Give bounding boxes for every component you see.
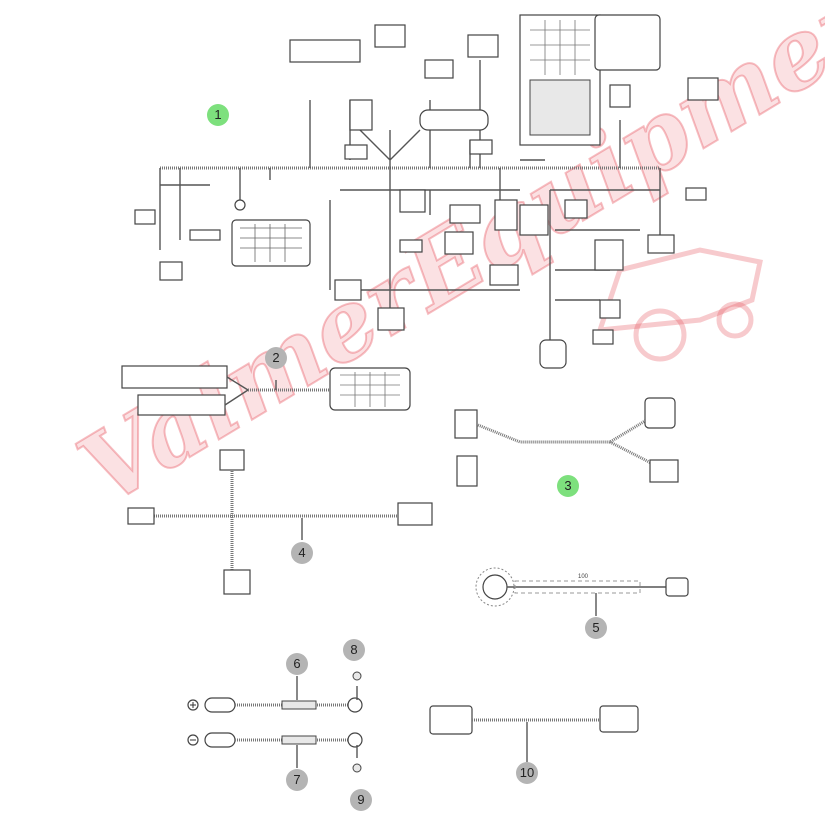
callout-8: 8 [343,639,365,661]
main-harness-1 [134,14,719,369]
callout-2: 2 [265,347,287,369]
callout-9: 9 [350,789,372,811]
harness-10 [429,705,639,762]
battery-cables [187,671,363,773]
callout-7: 7 [286,769,308,791]
harness-4 [127,449,433,595]
callout-3: 3 [557,475,579,497]
callout-5: 5 [585,617,607,639]
item5-wire-length: 100 [578,574,589,580]
harness-3 [454,397,679,487]
callout-1: 1 [207,104,229,126]
harness-5 [475,567,689,616]
callout-6: 6 [286,653,308,675]
callout-4: 4 [291,542,313,564]
harness-2 [121,365,411,416]
callout-10: 10 [516,762,538,784]
tractor-watermark-icon [596,247,763,362]
